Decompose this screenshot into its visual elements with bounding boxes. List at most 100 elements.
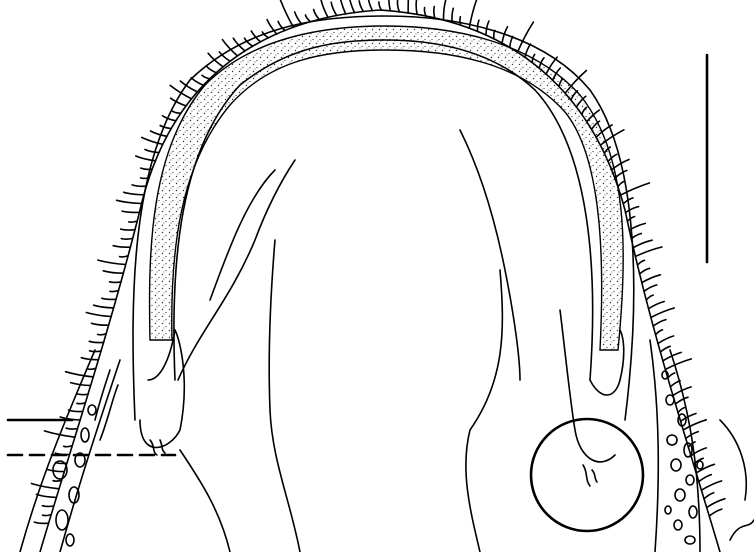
- seta-spine: [279, 0, 293, 27]
- seta-spine: [707, 499, 725, 508]
- seta-spine: [141, 178, 150, 179]
- seta-spine: [207, 67, 217, 73]
- seta-spine: [173, 111, 181, 113]
- seta-spine: [66, 428, 77, 429]
- seta-spine: [389, 0, 391, 11]
- seta-spine: [416, 0, 417, 14]
- seta-spine: [658, 336, 674, 344]
- seta-spine: [34, 522, 48, 523]
- seta-spine: [151, 131, 167, 136]
- seta-spine: [171, 98, 186, 106]
- seta-spine: [486, 21, 489, 35]
- seta-spine: [31, 484, 59, 489]
- seta-spine: [98, 260, 126, 264]
- detail-spine-mark: [583, 465, 597, 486]
- seta-spine: [117, 200, 142, 203]
- seta-spine: [424, 8, 425, 16]
- seta-spine: [120, 256, 129, 257]
- seta-spine: [675, 397, 688, 404]
- seta-spine: [103, 271, 123, 273]
- seta-spine: [98, 334, 107, 335]
- seta-spine: [510, 37, 513, 48]
- seta-spine: [77, 403, 86, 404]
- seta-spine: [665, 359, 691, 370]
- seta-spine: [94, 305, 114, 308]
- seta-spine: [651, 308, 674, 317]
- seta-spine: [305, 15, 310, 22]
- seta-spine: [77, 394, 88, 395]
- seta-spine: [368, 0, 372, 11]
- seta-spine: [47, 470, 64, 472]
- seta-spine: [640, 268, 650, 274]
- seta-spine: [518, 22, 534, 52]
- seta-spine: [408, 0, 410, 13]
- seta-spine: [202, 75, 210, 79]
- seta-spine: [633, 240, 652, 247]
- seta-spine: [635, 247, 662, 256]
- seta-spine: [704, 493, 714, 499]
- seta-spine: [314, 10, 320, 20]
- seta-spine: [191, 78, 203, 86]
- left-inner-curve: [178, 160, 295, 380]
- seta-spine: [87, 368, 96, 369]
- seta-spine: [615, 170, 627, 178]
- central-column-right: [466, 270, 503, 552]
- seta-spine: [656, 330, 663, 335]
- seta-spine: [113, 246, 130, 248]
- seta-spine: [92, 323, 109, 325]
- seta-spine: [86, 313, 111, 317]
- seta-spine: [668, 373, 675, 378]
- seta-spine: [102, 298, 116, 299]
- seta-spine: [160, 126, 171, 129]
- seta-spine: [653, 320, 666, 327]
- seta-spine: [53, 480, 62, 481]
- seta-spine: [36, 494, 56, 497]
- seta-spine: [110, 291, 119, 292]
- seta-spine: [397, 1, 399, 12]
- seta-spine: [631, 234, 641, 239]
- left-inner-curve-2: [210, 170, 275, 300]
- seta-spine: [699, 475, 712, 482]
- seta-spine: [649, 302, 665, 309]
- seta-spine: [339, 0, 346, 14]
- seta-spine: [129, 221, 138, 222]
- seta-spine: [42, 506, 53, 507]
- seta-spine: [460, 17, 461, 26]
- seta-spine: [110, 282, 121, 283]
- seta-spine: [678, 408, 685, 413]
- lateral-cell-clusters-right: [662, 371, 703, 544]
- seta-spine: [132, 185, 146, 186]
- seta-spine: [233, 38, 245, 51]
- seta-spine: [359, 1, 363, 12]
- seta-spine: [321, 0, 328, 17]
- right-inner-curve: [460, 130, 520, 380]
- left-arm-loop: [140, 330, 184, 448]
- seta-spine: [56, 463, 67, 464]
- seta-spine: [646, 295, 653, 300]
- seta-spine: [64, 446, 72, 447]
- seta-spine: [452, 8, 453, 22]
- seta-spine: [122, 211, 139, 212]
- seta-spine: [670, 381, 680, 387]
- seta-spine: [69, 410, 83, 411]
- seta-spine: [663, 352, 681, 360]
- right-lateral-wall: [650, 340, 700, 552]
- seta-spine: [644, 285, 657, 291]
- seta-spine: [626, 207, 639, 213]
- seta-spine: [638, 260, 645, 265]
- seta-spine: [331, 2, 337, 15]
- seta-spine: [701, 481, 721, 490]
- seta-spine: [443, 0, 445, 20]
- seta-spine: [124, 192, 144, 195]
- seta-spine: [349, 0, 354, 13]
- seta-spine: [642, 275, 661, 283]
- seta-spine: [469, 0, 477, 28]
- seta-spine: [121, 238, 132, 239]
- seta-spine: [494, 30, 495, 39]
- seta-spine: [66, 372, 94, 377]
- stippled-tissue-band: [150, 26, 624, 350]
- seta-spine: [618, 181, 625, 186]
- right-edge-curl: [720, 420, 754, 540]
